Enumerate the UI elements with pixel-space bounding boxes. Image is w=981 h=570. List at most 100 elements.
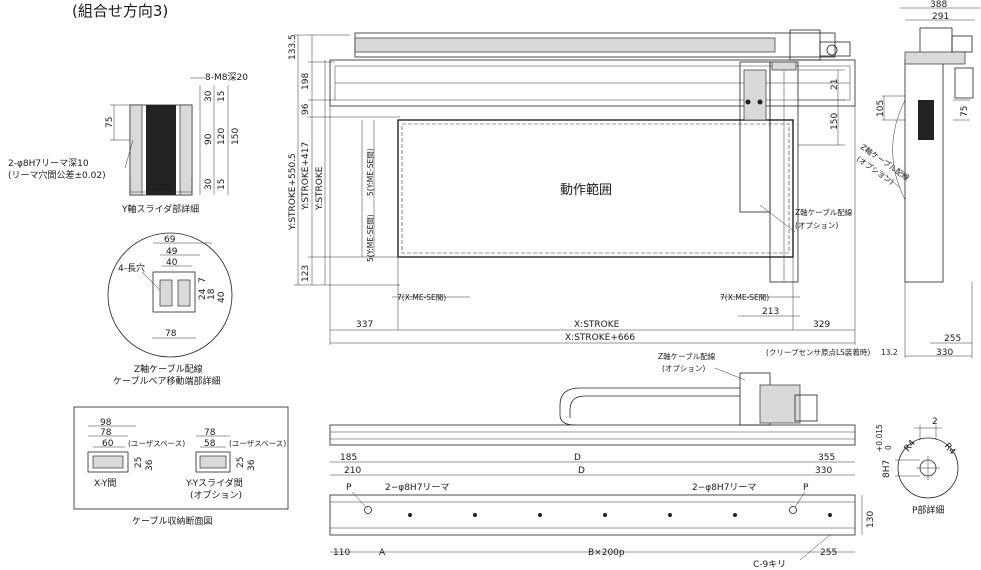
dim-a: A xyxy=(379,548,386,558)
dim-120-v: 120 xyxy=(217,128,227,145)
p-label-right: P xyxy=(803,483,809,493)
dim-75: 75 xyxy=(960,106,970,117)
dim-133-5: 133.5 xyxy=(288,34,298,60)
dim-255: 255 xyxy=(944,334,961,344)
dim-337: 337 xyxy=(356,320,373,330)
dim-b-200p: B×200p xyxy=(588,548,625,558)
me-se-x-left: 7(X:ME-SE間) xyxy=(397,293,446,302)
dim-x-stroke: X:STROKE xyxy=(574,320,620,330)
yy-dim-78: 78 xyxy=(204,428,216,438)
me-se-x-right: 7(X:ME-SE間) xyxy=(720,293,769,302)
front-beam xyxy=(329,424,856,446)
dim-30-bot: 30 xyxy=(204,178,214,190)
dim-198: 198 xyxy=(301,73,311,90)
ream-label-left: 2−φ8H7リーマ xyxy=(385,483,449,493)
dim-21: 21 xyxy=(830,79,840,90)
dim-123: 123 xyxy=(301,265,311,282)
p-dim-8h7: 8H7 xyxy=(882,460,892,478)
xy-dim-98: 98 xyxy=(100,418,112,428)
sensor-note: (クリープセンサ原点LS装着時) xyxy=(766,347,870,357)
xy-dim-36: 36 xyxy=(145,459,155,471)
cable-section-frame xyxy=(73,406,289,510)
y-slider-caption: Y軸スライダ部詳細 xyxy=(121,203,199,215)
dim-120-slider: 120 xyxy=(152,183,169,193)
work-area xyxy=(397,119,794,258)
dim-15-bot: 15 xyxy=(217,179,227,190)
slot-label: 4-長穴 xyxy=(118,262,145,274)
z-cable-label-top-2: (オプション) xyxy=(795,221,838,230)
dim-90: 90 xyxy=(204,133,214,145)
p-tolerance: +0.015 xyxy=(875,424,884,452)
dim-40-side: 40 xyxy=(217,291,227,303)
z-cable-label-front-2: (オプション) xyxy=(662,364,705,373)
dim-105: 105 xyxy=(876,100,886,117)
bottom-view: 185 D 355 210 D 330 P P 2−φ8H7リーマ 2−φ8H7… xyxy=(329,453,876,570)
yy-dim-58: 58 xyxy=(204,439,216,449)
dim-y-stroke-550: Y:STROKE+550.5 xyxy=(288,153,298,231)
dim-49: 49 xyxy=(166,247,178,257)
dim-330: 330 xyxy=(936,348,953,358)
dim-d-second: D xyxy=(578,466,585,476)
dim-210: 210 xyxy=(344,466,361,476)
dim-13-2: 13.2 xyxy=(881,348,898,357)
cable-bear-caption-2: ケーブルベア移動端部詳細 xyxy=(113,375,220,387)
dim-255-bottom: 255 xyxy=(820,548,837,558)
page-title: (組合せ方向3) xyxy=(72,2,168,20)
drill-label: C-9キリ xyxy=(753,560,786,570)
me-se-y-lower: 5(Y:ME-SE間) xyxy=(366,214,375,262)
x-axis-beam xyxy=(329,59,856,107)
yy-label-2: (オプション) xyxy=(190,490,242,501)
ream-label-2: (リーマ穴間公差±0.02) xyxy=(8,169,106,181)
cable-bear-detail: 69 49 40 7 24 18 40 78 4-長穴 Z軸ケーブル配線 ケーブ… xyxy=(107,232,233,387)
top-view: 動作範囲 Y:STROKE+550.5 Y:STROKE+417 Y:STROK… xyxy=(288,29,856,345)
dim-d-top: D xyxy=(574,453,581,463)
work-area-label: 動作範囲 xyxy=(560,183,612,198)
dim-18: 18 xyxy=(207,288,217,300)
dim-329: 329 xyxy=(813,320,830,330)
yy-dim-36: 36 xyxy=(247,459,257,471)
front-view: Z軸ケーブル配線 (オプション) xyxy=(329,351,856,446)
detail-circle xyxy=(107,232,233,358)
yy-label-1: Y-Yスライダ間 xyxy=(185,477,243,489)
dim-150: 150 xyxy=(830,113,840,130)
p-detail-caption: P部詳細 xyxy=(912,504,944,516)
dim-y-stroke: Y:STROKE xyxy=(315,166,325,211)
yy-user-space: (ユーザスペース) xyxy=(229,439,286,448)
dim-24: 24 xyxy=(198,288,208,300)
side-column xyxy=(904,59,944,283)
me-se-y-upper: 5(Y:ME-SE間) xyxy=(366,148,375,196)
dim-291: 291 xyxy=(932,12,949,22)
xy-dim-60: 60 xyxy=(102,439,114,449)
dim-130: 130 xyxy=(866,511,876,528)
yy-dim-25: 25 xyxy=(236,457,246,468)
dim-30-top: 30 xyxy=(204,90,214,102)
dim-388: 388 xyxy=(930,0,947,10)
dim-330-bottom: 330 xyxy=(815,466,832,476)
dim-150-v: 150 xyxy=(231,128,241,145)
ream-label-right: 2−φ8H7リーマ xyxy=(692,483,756,493)
dim-110: 110 xyxy=(333,548,350,558)
dim-15-top: 15 xyxy=(217,91,227,102)
xy-dim-25: 25 xyxy=(134,457,144,468)
xy-user-space: (ユーザスペース) xyxy=(128,439,185,448)
p-dim-2: 2 xyxy=(932,417,938,427)
p-detail: 2 R4 R4 8H7 +0.015 0 P部詳細 xyxy=(875,417,959,516)
p-tolerance-lower: 0 xyxy=(884,445,893,450)
tap-label: 8-M8深20 xyxy=(205,72,248,83)
dim-185: 185 xyxy=(340,453,357,463)
xy-label: X-Y間 xyxy=(94,478,116,489)
dim-75-slider: 75 xyxy=(105,117,115,128)
dim-69: 69 xyxy=(164,235,176,245)
z-cable-label-top-1: Z軸ケーブル配線 xyxy=(795,207,853,217)
dim-96: 96 xyxy=(301,103,311,115)
dim-40-top: 40 xyxy=(166,258,178,268)
ream-label-1: 2-φ8H7リーマ深10 xyxy=(8,158,89,169)
dim-x-stroke-666: X:STROKE+666 xyxy=(565,333,635,343)
dim-7: 7 xyxy=(198,277,208,283)
cable-section: 98 78 60 25 36 (ユーザスペース) X-Y間 78 58 25 3… xyxy=(73,406,289,527)
dim-y-stroke-417: Y:STROKE+417 xyxy=(301,142,311,211)
cable-bear-caption-1: Z軸ケーブル配線 xyxy=(134,363,203,375)
dim-355: 355 xyxy=(818,453,835,463)
p-detail-circle xyxy=(897,437,959,499)
